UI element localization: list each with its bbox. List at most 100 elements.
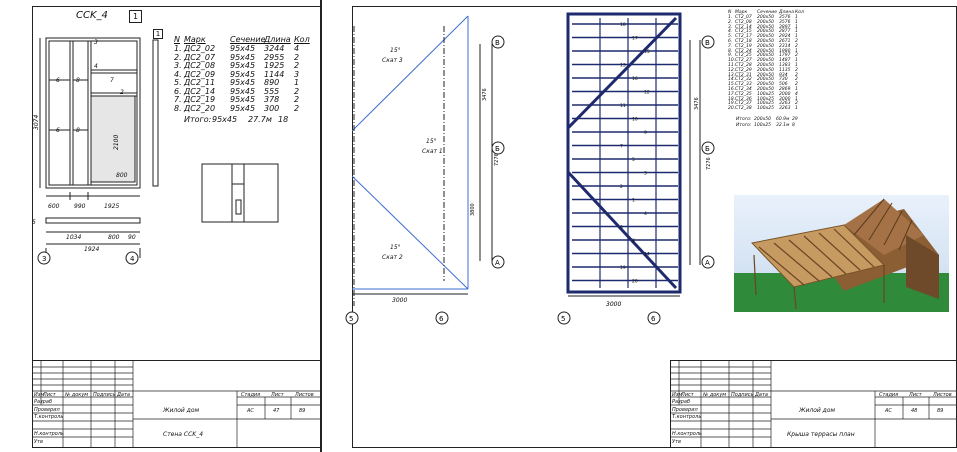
- rafter-axes-bottom: 5 6: [557, 311, 661, 325]
- project-name: Жилой дом: [799, 407, 836, 414]
- svg-text:Скат 1: Скат 1: [422, 148, 443, 155]
- svg-text:3800: 3800: [470, 203, 476, 216]
- member-mark: 8: [76, 77, 80, 84]
- rafter-mark: 12: [644, 90, 650, 96]
- member-mark: 2: [120, 89, 124, 96]
- svg-text:Скат 3: Скат 3: [382, 57, 403, 64]
- member-mark: 4: [94, 63, 98, 70]
- plan-dim: 90: [128, 234, 136, 241]
- rafter-mark: 5: [632, 157, 635, 163]
- rafter-mark: 20: [632, 279, 638, 285]
- svg-text:6: 6: [651, 315, 656, 323]
- rafter-mark: 15: [644, 49, 650, 55]
- height-dim: 3074: [33, 115, 40, 130]
- member-mark: 6: [56, 77, 60, 84]
- svg-text:В: В: [705, 39, 710, 47]
- wall-title: СCK_4: [76, 10, 108, 21]
- roof-3d-render: [734, 195, 949, 312]
- svg-text:3476: 3476: [694, 97, 700, 110]
- axis-label-left: 3: [42, 255, 46, 263]
- svg-text:15°: 15°: [426, 138, 437, 145]
- plan-total: 1924: [84, 246, 99, 253]
- sheet-divider: [320, 0, 322, 452]
- svg-text:15°: 15°: [390, 47, 401, 54]
- svg-text:15°: 15°: [390, 244, 401, 251]
- member-mark: 7: [110, 77, 114, 84]
- rafter-mark: 8: [632, 238, 635, 244]
- svg-text:3000: 3000: [606, 301, 621, 308]
- rafter-mark: 18: [620, 22, 626, 28]
- bottom-dim: 1925: [104, 203, 119, 210]
- rafter-mark: 2: [620, 184, 623, 190]
- rafter-mark: 16: [632, 76, 638, 82]
- wall-frame-elevation: 6 8 4 7 6 8 3 2 800 600 990 1925 3074 21…: [33, 37, 141, 210]
- rafter-mark: 11: [620, 103, 626, 109]
- project-name: Жилой дом: [163, 407, 200, 414]
- member-mark: 6: [56, 127, 60, 134]
- bottom-dim: 600: [48, 203, 60, 210]
- rafter-mark: 4: [644, 211, 647, 217]
- svg-text:7276: 7276: [494, 153, 500, 166]
- roof-slope-plan: 15° Скат 3 15° Скат 1 15° Скат 2 3000 72…: [352, 15, 500, 306]
- axis-label-right: 4: [130, 255, 135, 263]
- roof-axes-bottom: 5 6: [345, 311, 449, 325]
- svg-text:6: 6: [439, 315, 444, 323]
- svg-text:А: А: [705, 259, 710, 267]
- svg-text:Б: Б: [495, 145, 500, 153]
- svg-text:А: А: [495, 259, 500, 267]
- drawing-name: Стена СCK_4: [163, 431, 204, 438]
- wall-section: [152, 39, 159, 187]
- plan-dim: 1034: [66, 234, 81, 241]
- rafter-mark: 3: [644, 171, 647, 177]
- sheet-badge: 1: [129, 10, 142, 23]
- rafter-mark: 19: [620, 265, 626, 271]
- member-mark: 8: [76, 127, 80, 134]
- rafter-mark: 10: [632, 117, 638, 123]
- door-width: 800: [116, 172, 128, 179]
- member-mark: 3: [94, 39, 98, 46]
- wall-thumbnail: [201, 163, 279, 223]
- svg-text:5: 5: [349, 315, 353, 323]
- svg-text:5: 5: [561, 315, 565, 323]
- view-badge: 1: [153, 29, 163, 39]
- rafter-mark: 7: [620, 144, 623, 150]
- rafter-mark: 17: [632, 36, 638, 42]
- svg-text:Скат 2: Скат 2: [382, 254, 403, 261]
- title-block-right: Изм Лист № докум Подпись Дата Разраб Про…: [670, 360, 957, 448]
- rafter-mark: 6: [620, 225, 623, 231]
- wall-plan: 5 1034 800 90 1924 3 4: [32, 217, 141, 265]
- rafter-mark: 14: [644, 252, 650, 258]
- title-block-left: Изм Лист № докум Подпись Дата Разраб Про…: [32, 360, 322, 448]
